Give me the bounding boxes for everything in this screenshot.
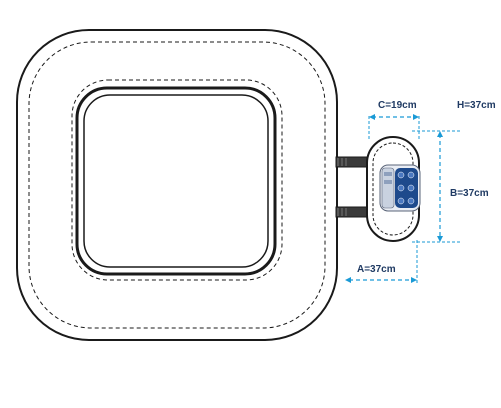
dimension-h-label: H=37cm [457, 100, 496, 111]
keypad-icon [379, 164, 421, 212]
tub-inner-wall [71, 79, 283, 281]
connector-bars [335, 156, 371, 218]
dimension-a: A=37cm [345, 240, 418, 284]
dimension-b-label: B=37cm [450, 188, 489, 199]
dimension-b: B=37cm [412, 130, 489, 243]
dimension-a-label: A=37cm [357, 264, 396, 275]
dimension-c-label: C=19cm [378, 100, 417, 111]
dimension-c: C=19cm [368, 100, 420, 140]
